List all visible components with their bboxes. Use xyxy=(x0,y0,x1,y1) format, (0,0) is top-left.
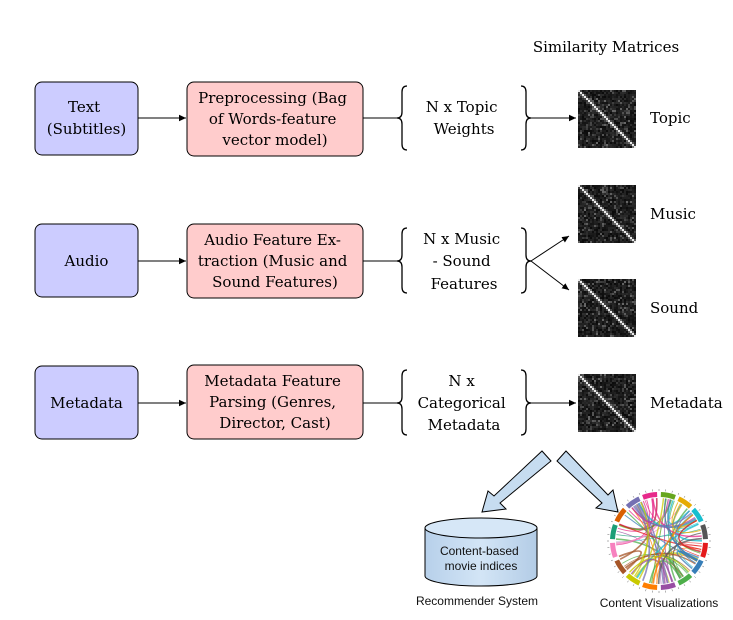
similarity-matrix-metadata xyxy=(578,374,636,432)
chord-diagram-icon xyxy=(607,489,711,593)
visualization-caption: Content Visualizations xyxy=(600,596,719,610)
similarity-matrix-sound xyxy=(578,279,636,337)
input-label-text: Text (Subtitles) xyxy=(47,98,126,138)
block-arrow-to-recommender xyxy=(481,450,552,513)
feature-label-topic: N x Topic Weights xyxy=(426,98,503,138)
recommender-database: Content-based movie indices xyxy=(424,517,538,587)
row-metadata: Metadata Metadata Feature Parsing (Genre… xyxy=(34,364,723,440)
row-audio: Audio Audio Feature Ex- traction (Music … xyxy=(34,185,699,337)
row-text: Text (Subtitles) Preprocessing (Bag of W… xyxy=(34,81,691,157)
cylinder-label: Content-based movie indices xyxy=(440,544,522,573)
left-brace xyxy=(396,85,408,151)
similarity-matrix-music xyxy=(578,185,636,243)
similarity-matrices-title: Similarity Matrices xyxy=(533,38,679,56)
process-label-metadata-parsing: Metadata Feature Parsing (Genres, Direct… xyxy=(204,372,345,432)
process-box-preprocessing xyxy=(186,81,364,157)
block-arrow-to-visualization xyxy=(556,450,619,513)
feature-label-music-sound: N x Music - Sound Features xyxy=(423,230,505,293)
matrix-label-music: Music xyxy=(650,205,696,223)
matrix-label-sound: Sound xyxy=(650,299,699,317)
right-brace xyxy=(520,227,532,294)
input-label-metadata: Metadata xyxy=(50,394,123,412)
input-box-text xyxy=(34,81,139,156)
input-label-audio: Audio xyxy=(64,252,109,270)
matrix-label-topic: Topic xyxy=(650,109,691,127)
recommender-caption: Recommender System xyxy=(416,594,538,608)
similarity-matrix-topic xyxy=(578,90,636,148)
right-brace xyxy=(520,85,532,151)
right-brace xyxy=(520,369,532,436)
process-label-audio-extraction: Audio Feature Ex- traction (Music and So… xyxy=(198,231,352,291)
process-box-metadata-parsing xyxy=(186,364,364,440)
feature-label-categorical: N x Categorical Metadata xyxy=(418,372,511,434)
left-brace xyxy=(396,227,408,294)
left-brace xyxy=(396,369,408,436)
matrix-label-metadata: Metadata xyxy=(650,394,723,412)
process-label-preprocessing: Preprocessing (Bag of Words-feature vect… xyxy=(198,89,352,149)
